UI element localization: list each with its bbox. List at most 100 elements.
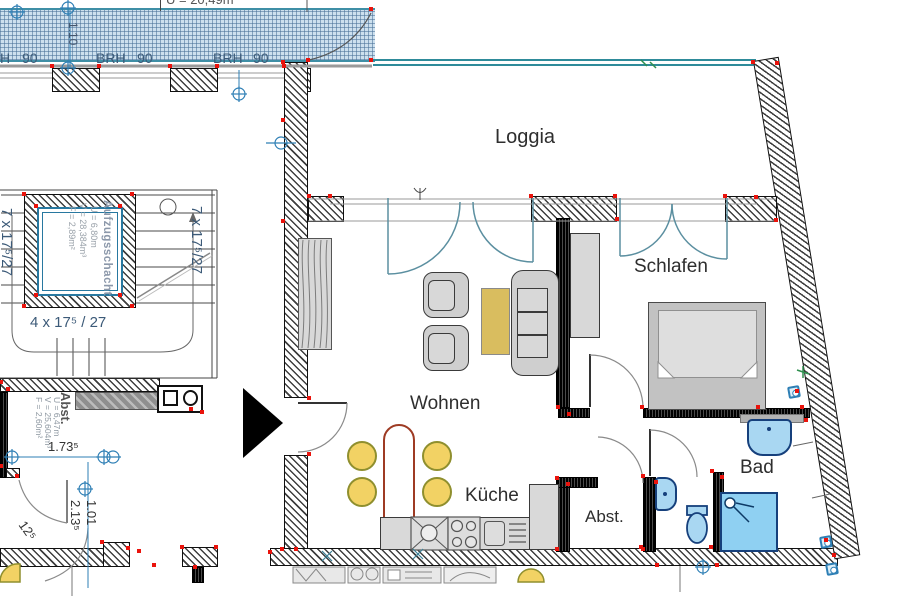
survey-point bbox=[613, 194, 617, 198]
survey-point bbox=[756, 405, 760, 409]
survey-point bbox=[15, 474, 19, 478]
survey-point bbox=[22, 304, 26, 308]
survey-point bbox=[189, 407, 193, 411]
room-label-living: Wohnen bbox=[410, 393, 481, 414]
perimeter-tick bbox=[160, 0, 161, 11]
room-label-kitchen: Küche bbox=[465, 485, 519, 506]
perimeter-label: U = 20,49m bbox=[166, 0, 234, 7]
wardrobe-wood bbox=[298, 238, 332, 350]
survey-point bbox=[281, 118, 285, 122]
armchair-cushion bbox=[428, 280, 455, 311]
survey-point bbox=[294, 547, 298, 551]
survey-point bbox=[306, 58, 310, 62]
survey-point bbox=[100, 540, 104, 544]
survey-point bbox=[0, 380, 3, 384]
survey-marker-square bbox=[825, 562, 839, 576]
stair-flight-bottom-label: 4 x 17⁵ / 27 bbox=[30, 314, 107, 331]
survey-point bbox=[641, 474, 645, 478]
room-label-bedroom: Schlafen bbox=[634, 256, 708, 277]
survey-point bbox=[130, 192, 134, 196]
sofa-cushions bbox=[517, 288, 548, 358]
kitchen-counter-l bbox=[529, 484, 559, 550]
survey-point bbox=[832, 553, 836, 557]
survey-point bbox=[529, 194, 533, 198]
entrance-door bbox=[297, 402, 348, 453]
sill-label-90a: 90 bbox=[22, 50, 38, 66]
elevator-area: F = 2,89m² bbox=[67, 206, 77, 250]
survey-point bbox=[137, 549, 141, 553]
band-height-dim: 1.10 bbox=[66, 22, 80, 46]
survey-point bbox=[97, 64, 101, 68]
survey-point bbox=[800, 405, 804, 409]
survey-point bbox=[152, 563, 156, 567]
duct-circle bbox=[183, 390, 198, 406]
survey-point bbox=[280, 547, 284, 551]
survey-point bbox=[118, 293, 122, 297]
coffee-table bbox=[481, 288, 510, 355]
survey-point bbox=[282, 64, 286, 68]
fridge bbox=[484, 521, 505, 546]
sofa-cushion-line bbox=[517, 311, 548, 313]
bedroom-door bbox=[589, 354, 644, 409]
french-door-bedroom bbox=[619, 198, 728, 260]
stairwell-wall bbox=[0, 378, 160, 392]
sill-wall-stub bbox=[308, 196, 344, 222]
wall-piece bbox=[182, 547, 218, 567]
washbasin-drain bbox=[767, 427, 771, 431]
survey-point bbox=[639, 545, 643, 549]
corridor-window-lines bbox=[0, 72, 284, 79]
elevator-label: Aufzugsschacht bbox=[101, 200, 113, 296]
survey-point bbox=[804, 418, 808, 422]
dining-chair bbox=[347, 441, 377, 471]
survey-point bbox=[0, 464, 3, 468]
wall-segment bbox=[52, 68, 100, 92]
survey-point bbox=[720, 475, 724, 479]
dining-chair bbox=[422, 477, 452, 507]
stair-flight-right-label: 7 x 17⁵/27 bbox=[188, 206, 205, 274]
room-label-bathroom: Bad bbox=[740, 457, 774, 478]
partition-bath-left bbox=[643, 477, 656, 552]
survey-point bbox=[369, 7, 373, 11]
stair-flight-left-label: 7 x 17⁵/27 bbox=[0, 208, 15, 276]
survey-point bbox=[22, 192, 26, 196]
apartment-left-wall-lower bbox=[284, 455, 308, 550]
wall-bottom-left bbox=[0, 548, 115, 567]
loggia-balustrade bbox=[373, 59, 756, 66]
survey-point bbox=[555, 476, 559, 480]
window-band bbox=[0, 8, 375, 62]
wc-toilet bbox=[686, 505, 708, 544]
dim-storage-width: 1.73⁵ bbox=[48, 439, 79, 454]
survey-point bbox=[307, 452, 311, 456]
kitchen-counter bbox=[380, 517, 530, 550]
survey-point bbox=[180, 545, 184, 549]
wall-stub bbox=[192, 567, 204, 583]
shower bbox=[720, 492, 778, 552]
survey-point bbox=[281, 60, 285, 64]
survey-point bbox=[824, 538, 828, 542]
dining-chair bbox=[422, 441, 452, 471]
plant-symbol bbox=[413, 187, 427, 200]
survey-point bbox=[640, 405, 644, 409]
survey-point bbox=[715, 563, 719, 567]
dining-chair bbox=[347, 477, 377, 507]
armchair-cushion bbox=[428, 333, 455, 364]
survey-point bbox=[754, 195, 758, 199]
sill-label-brh2: BRH bbox=[213, 50, 243, 66]
survey-point bbox=[795, 389, 799, 393]
survey-point bbox=[126, 546, 130, 550]
core-storage-perimeter: U = 6,47m bbox=[52, 397, 62, 437]
survey-point bbox=[215, 64, 219, 68]
survey-point bbox=[654, 480, 658, 484]
survey-point bbox=[710, 469, 714, 473]
stairwell-gray-wall bbox=[75, 392, 158, 410]
dim-hall-a: 1.01 bbox=[84, 500, 99, 526]
bedroom-wardrobe bbox=[570, 233, 600, 338]
survey-point bbox=[566, 482, 570, 486]
survey-point bbox=[369, 58, 373, 62]
apartment-right-slanted-wall bbox=[753, 56, 861, 560]
duct-square bbox=[163, 390, 178, 406]
dim-step: 12⁵ bbox=[15, 518, 40, 543]
survey-point bbox=[307, 194, 311, 198]
survey-point bbox=[34, 293, 38, 297]
sill-wall-mid bbox=[531, 196, 617, 222]
